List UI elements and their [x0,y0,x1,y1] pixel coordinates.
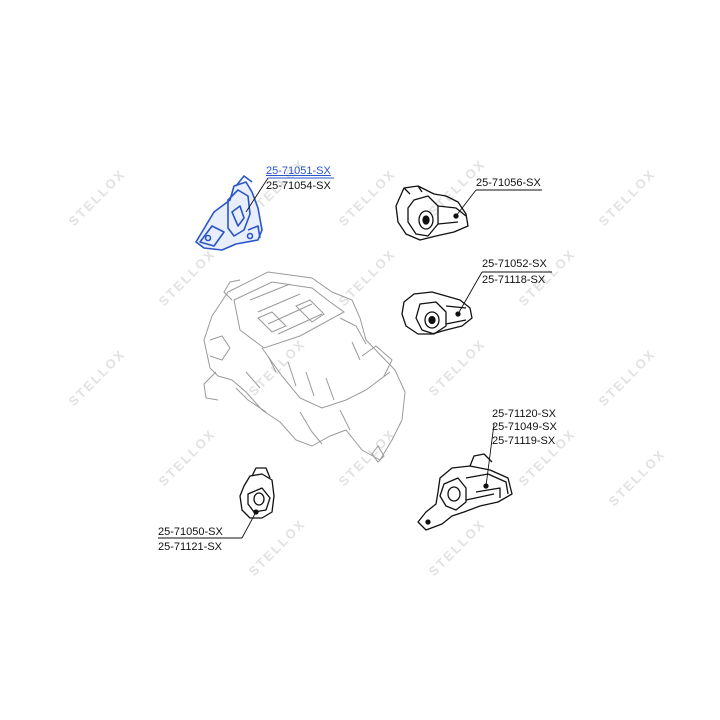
part-number-label[interactable]: 25-71056-SX [476,177,541,189]
part-number-label[interactable]: 25-71121-SX [158,541,223,553]
engine-mount-rear-left-drawing [239,467,275,519]
part-number-label[interactable]: 25-71049-SX [492,421,557,433]
part-number-label[interactable]: 25-71051-SX [266,165,331,177]
leader-line-front [245,177,269,213]
part-number-label[interactable]: 25-71052-SX [482,258,547,270]
part-number-label[interactable]: 25-71119-SX [492,435,556,447]
leader-line-right [457,271,483,315]
part-number-label[interactable]: 25-71054-SX [266,180,331,192]
engine-block-drawing [203,271,406,463]
part-number-label[interactable]: 25-71120-SX [492,408,557,420]
leader-lines [158,177,552,539]
engine-mount-front-drawing [195,175,263,251]
part-number-label[interactable]: 25-71118-SX [482,274,546,286]
leader-line-upper-right [455,189,477,217]
leader-line-rear-left [241,511,257,539]
leader-line-rear-right [485,423,495,487]
engine-mount-upper-right-drawing [395,185,469,241]
engine-mount-rear-right-drawing [417,453,513,531]
part-number-label[interactable]: 25-71050-SX [158,526,223,538]
engine-mount-right-drawing [401,291,473,335]
